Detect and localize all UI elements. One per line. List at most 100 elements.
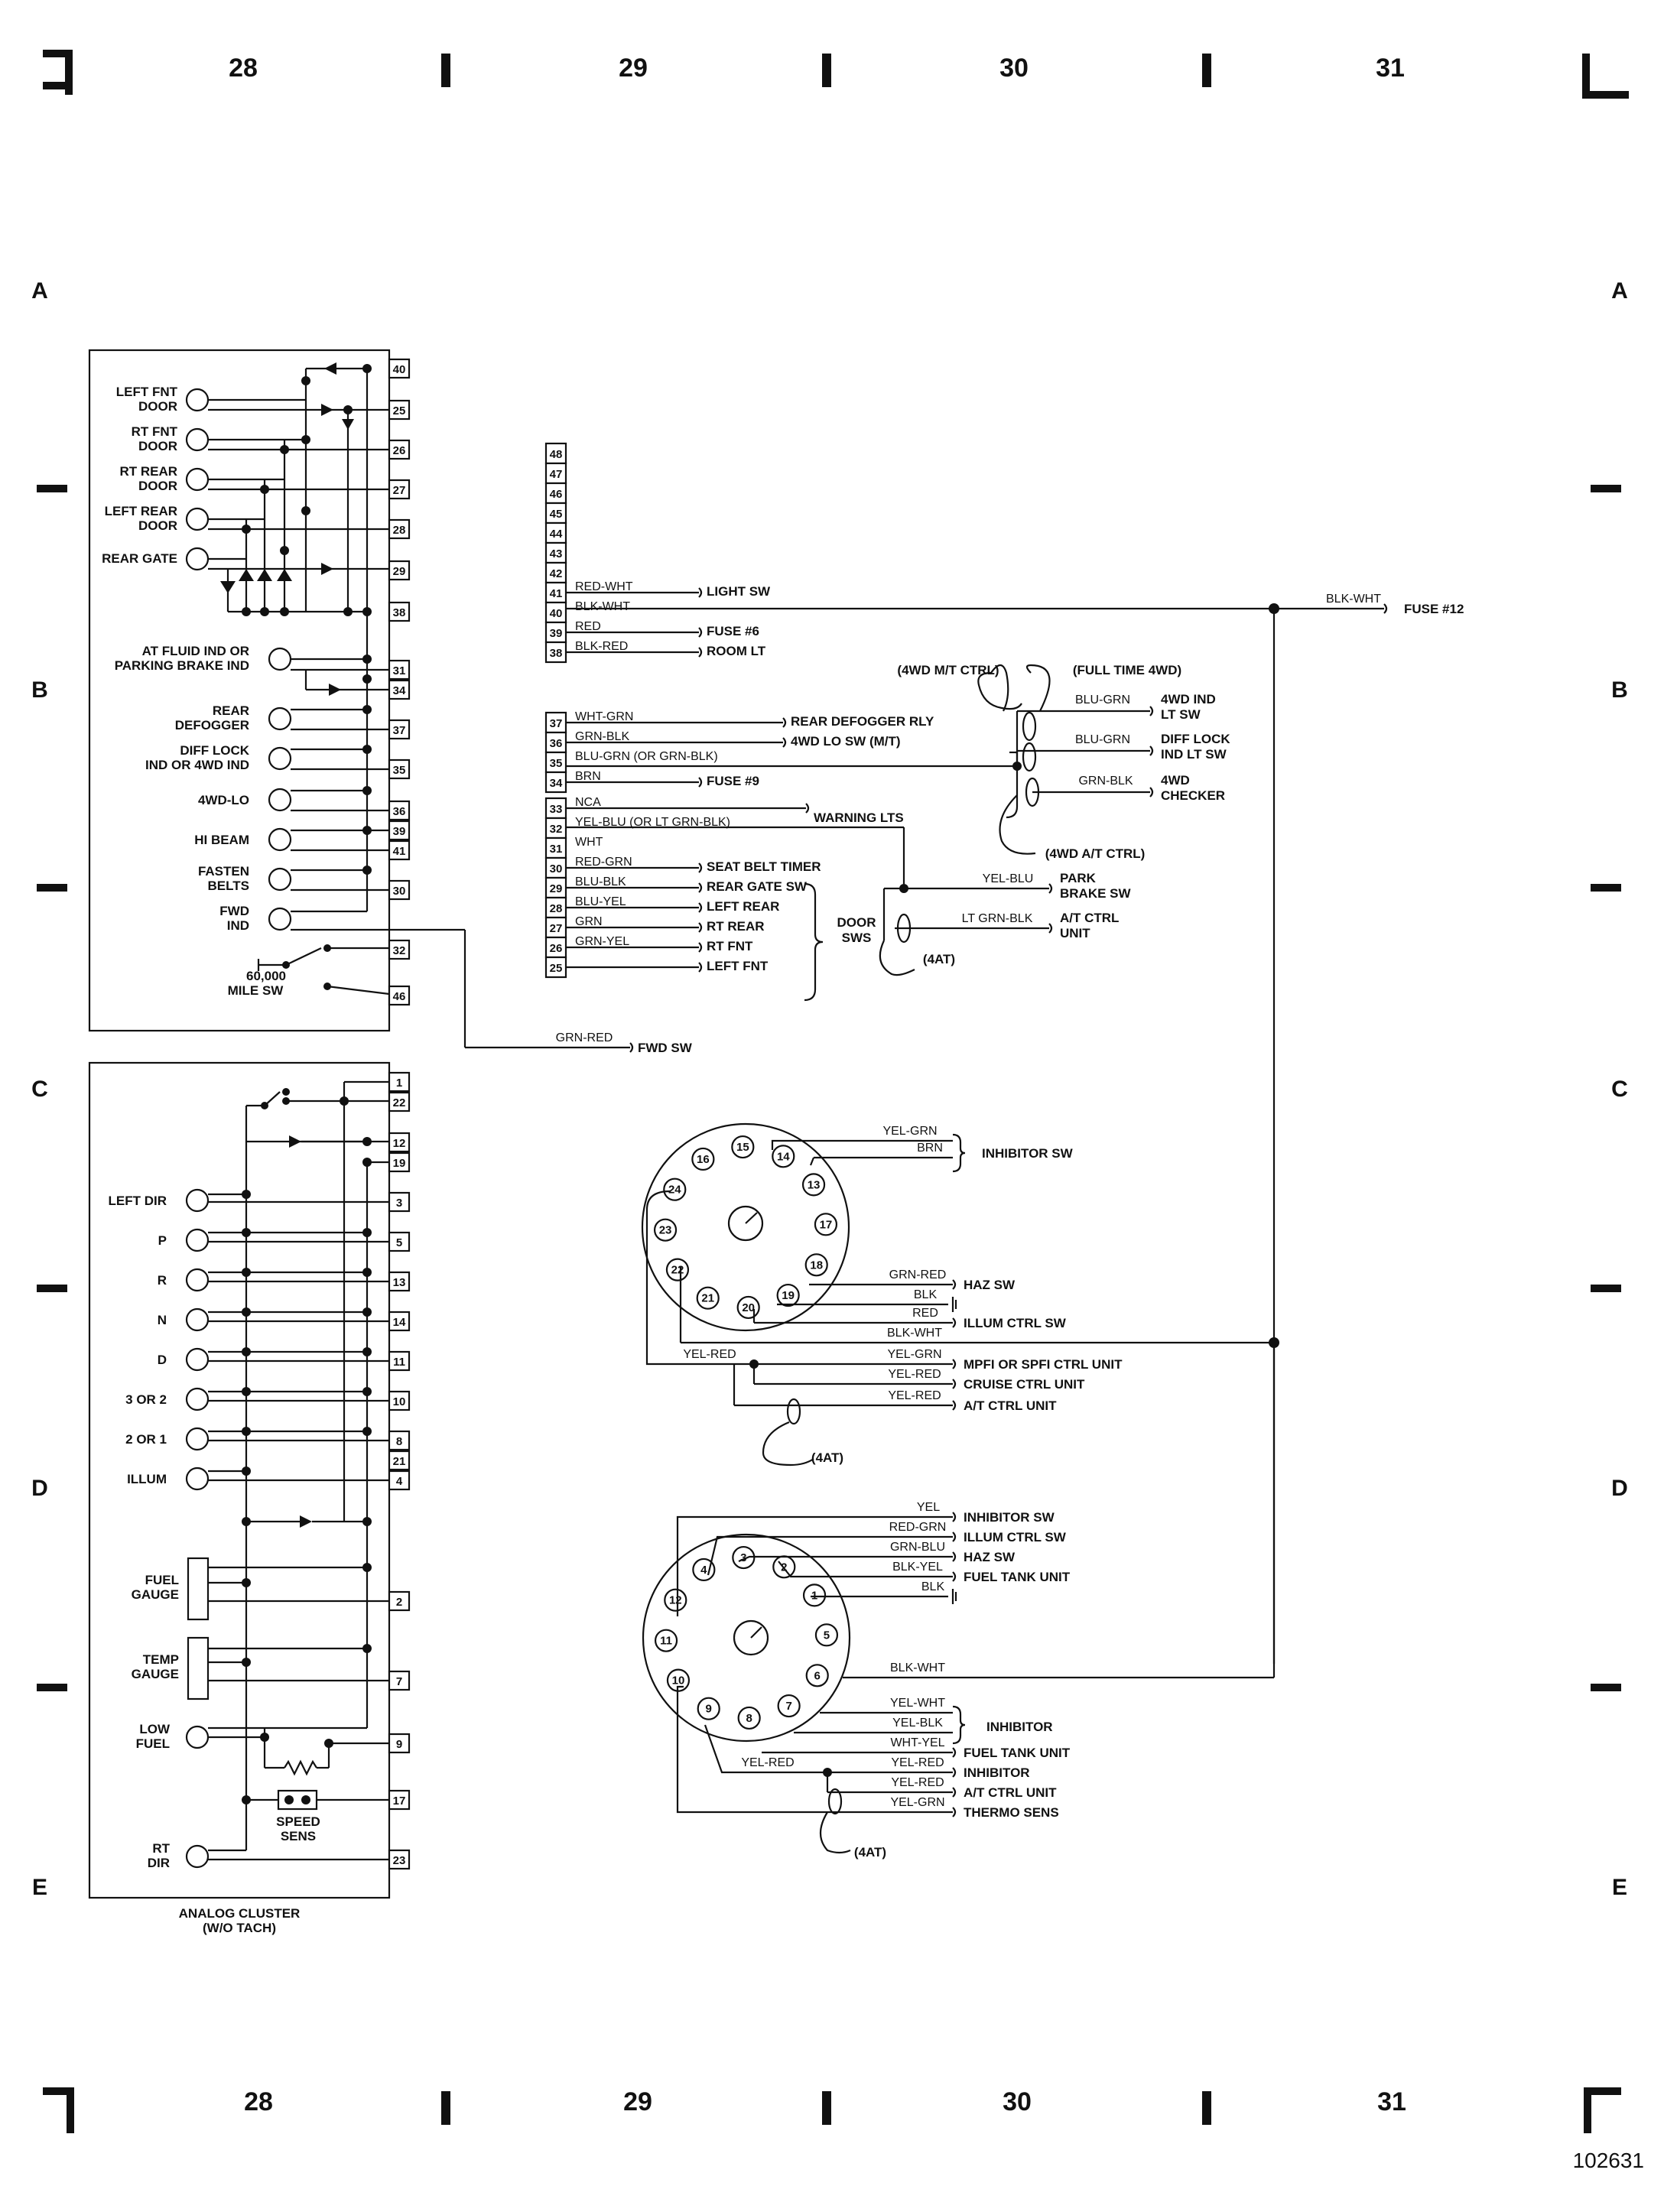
svg-text:2: 2: [396, 1596, 402, 1609]
svg-text:IND OR 4WD IND: IND OR 4WD IND: [145, 758, 249, 772]
bulb-icon: [185, 1387, 210, 1411]
item-dest: CHECKER: [1161, 788, 1225, 803]
connector-pin: [544, 482, 567, 505]
row-label-right: E: [1612, 1875, 1627, 1900]
round-pin-label: 5: [824, 1629, 830, 1642]
connector-wire-color: BLU-GRN (OR GRN-BLK): [575, 750, 718, 763]
lamp-left-rear-door: LEFT REAR DOOR: [105, 504, 389, 533]
lamp-rt-fnt-door: RT FNT DOOR: [132, 424, 389, 453]
svg-text:DEFOGGER: DEFOGGER: [175, 718, 249, 732]
connector-wire-dest: WARNING LTS: [814, 810, 904, 825]
bulb-icon: [268, 647, 292, 671]
pin-label: 30: [393, 885, 406, 898]
svg-text:4WD-LO: 4WD-LO: [198, 793, 249, 807]
round-pin: [731, 1135, 755, 1159]
at-ctrl: (4WD A/T CTRL): [1045, 846, 1146, 861]
item-dest: PARK: [1060, 871, 1097, 885]
round-pin: [814, 1213, 838, 1236]
svg-text:12: 12: [393, 1137, 406, 1150]
svg-text:YEL-RED: YEL-RED: [683, 1348, 736, 1361]
connector-pin: [544, 621, 567, 644]
bulb-icon: [185, 467, 210, 492]
pin-label: 37: [393, 724, 406, 737]
round-pin: [665, 1258, 690, 1281]
lamp-p: P: [158, 1228, 389, 1252]
svg-text:DOOR: DOOR: [138, 439, 177, 453]
round-pin-label: 8: [746, 1712, 752, 1725]
pin-label: 41: [393, 845, 406, 858]
connector-pin: [544, 601, 567, 624]
connector-pin-label: 29: [550, 882, 563, 895]
round-pin-label: 19: [782, 1289, 795, 1302]
svg-text:SENS: SENS: [281, 1829, 316, 1843]
connector-wire-dest: REAR GATE SW: [707, 879, 808, 894]
connector-pin-label: 48: [550, 448, 563, 461]
connector-wire-color: BLU-BLK: [575, 875, 626, 888]
svg-text:13: 13: [393, 1276, 406, 1289]
svg-text:BLK-WHT: BLK-WHT: [887, 1327, 942, 1340]
svg-text:5: 5: [396, 1236, 402, 1249]
pin-label: 36: [393, 805, 406, 818]
lamp-left-dir: LEFT DIR: [109, 1188, 389, 1213]
svg-text:PARKING BRAKE IND: PARKING BRAKE IND: [115, 658, 249, 673]
grid-row-labels: A B C D E A B C D E: [31, 278, 1628, 1900]
lamp-rt-dir: RT DIR: [148, 1800, 389, 1870]
col-label-bottom: 28: [244, 2087, 273, 2116]
svg-text:60,000: 60,000: [246, 969, 286, 983]
svg-text:INHIBITOR: INHIBITOR: [964, 1765, 1030, 1780]
cluster-caption: ANALOG CLUSTER: [179, 1906, 301, 1921]
round-pin: [814, 1623, 839, 1647]
round-pin: [663, 1177, 687, 1201]
svg-text:YEL-RED: YEL-RED: [891, 1776, 944, 1789]
svg-text:YEL-GRN: YEL-GRN: [890, 1796, 944, 1809]
svg-text:11: 11: [393, 1356, 405, 1369]
connector-wire-color: WHT-GRN: [575, 710, 633, 723]
diode-icon: [277, 569, 292, 581]
connector-pin: [544, 916, 567, 939]
connector-wire-color: BLU-YEL: [575, 895, 626, 908]
pin-label: 32: [393, 944, 406, 957]
upper-cluster: 40 25 26 27 28 29 38 31 34 37 35 36 39 4…: [88, 349, 465, 1032]
diode-icon: [300, 1515, 312, 1528]
connector-pin: [544, 541, 567, 564]
connector-wire-color: WHT: [575, 836, 603, 849]
round-pin: [776, 1283, 800, 1307]
svg-text:LEFT REAR: LEFT REAR: [105, 504, 177, 518]
svg-text:LEFT FNT: LEFT FNT: [116, 385, 178, 399]
item-wire: YEL-BLU: [983, 872, 1034, 885]
round-pin: [804, 1253, 828, 1277]
diode-matrix: [220, 362, 372, 616]
diode-icon: [239, 569, 254, 581]
svg-text:BLK-WHT: BLK-WHT: [890, 1661, 945, 1674]
round-pin: [653, 1218, 678, 1242]
connector-pin-label: 28: [550, 902, 563, 915]
bulb-icon: [268, 827, 292, 852]
connector-pin-label: 41: [550, 587, 563, 600]
pin-label: 39: [393, 825, 406, 838]
connector-wire-dest: ROOM LT: [707, 644, 766, 658]
svg-text:FUEL TANK UNIT: FUEL TANK UNIT: [964, 1570, 1071, 1584]
temp-gauge: TEMP GAUGE: [132, 1636, 389, 1700]
round-pin-label: 7: [785, 1700, 791, 1713]
lamp-fasten-belts: FASTEN BELTS: [198, 864, 389, 893]
fwd-wire: GRN-RED: [556, 1031, 613, 1044]
svg-text:A/T CTRL UNIT: A/T CTRL UNIT: [964, 1398, 1057, 1413]
bulb-icon: [268, 867, 292, 892]
connector-wire-color: GRN-YEL: [575, 935, 629, 948]
svg-text:A/T CTRL UNIT: A/T CTRL UNIT: [964, 1785, 1057, 1800]
connector-wire-color: BLK-RED: [575, 640, 628, 653]
svg-text:D: D: [158, 1353, 167, 1367]
round-pin-label: 16: [697, 1153, 710, 1166]
bulb-icon: [185, 1268, 210, 1292]
full-time: (FULL TIME 4WD): [1073, 663, 1181, 677]
connector-pin-label: 33: [550, 803, 563, 816]
pin-label: 29: [393, 565, 406, 578]
pin-label: 46: [393, 990, 406, 1003]
round-pin-label: 1: [811, 1589, 817, 1602]
diode-icon: [220, 581, 236, 593]
round-pin-label: 17: [820, 1218, 833, 1231]
harness-connector: 4847464544434241403938373635343332313029…: [463, 442, 1464, 1664]
svg-text:ILLUM CTRL SW: ILLUM CTRL SW: [964, 1530, 1067, 1545]
